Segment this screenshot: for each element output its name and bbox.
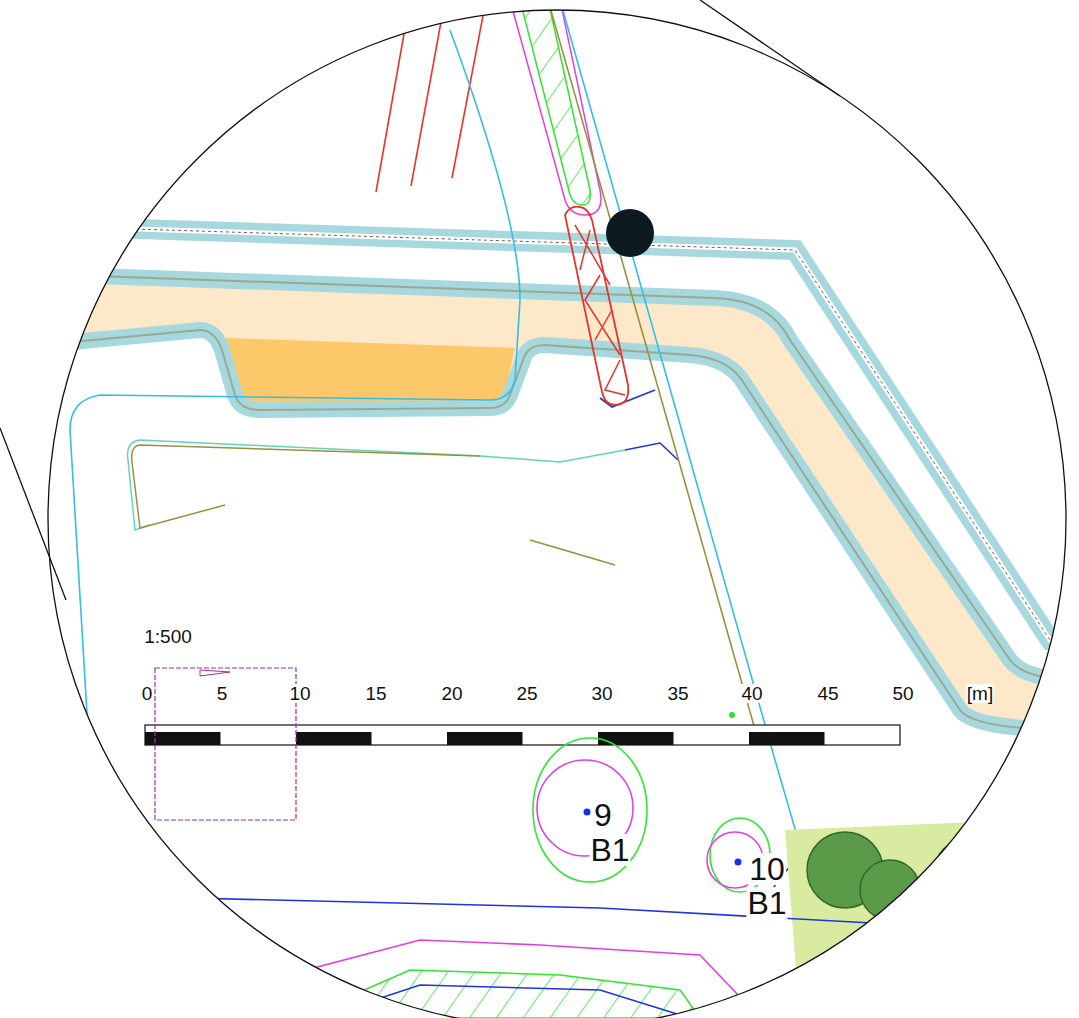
frame-line — [0, 428, 66, 600]
scale-number: 15 — [364, 684, 387, 703]
scale-number: 5 — [216, 684, 229, 703]
scale-number: 10 — [288, 684, 311, 703]
tree-number: 10 — [748, 853, 786, 885]
frame-line — [700, 0, 840, 96]
red-lines — [160, 0, 486, 192]
scale-number: 25 — [515, 684, 538, 703]
scale-ratio: 1:500 — [143, 627, 193, 646]
scale-number: 30 — [590, 684, 613, 703]
scale-number: 0 — [141, 684, 154, 703]
tree-code: B1 — [589, 834, 630, 866]
tree-number: 9 — [593, 799, 613, 831]
manhole-dot — [606, 209, 654, 257]
cable-line — [70, 30, 520, 730]
scale-number: 45 — [816, 684, 839, 703]
scale-bar — [145, 725, 900, 745]
tree-code: B1 — [746, 887, 787, 919]
road-band — [40, 274, 1079, 730]
scale-unit: [m] — [966, 684, 994, 703]
scale-number: 20 — [440, 684, 463, 703]
scale-number: 40 — [740, 684, 763, 703]
scale-number: 35 — [666, 684, 689, 703]
scale-number: 50 — [891, 684, 914, 703]
